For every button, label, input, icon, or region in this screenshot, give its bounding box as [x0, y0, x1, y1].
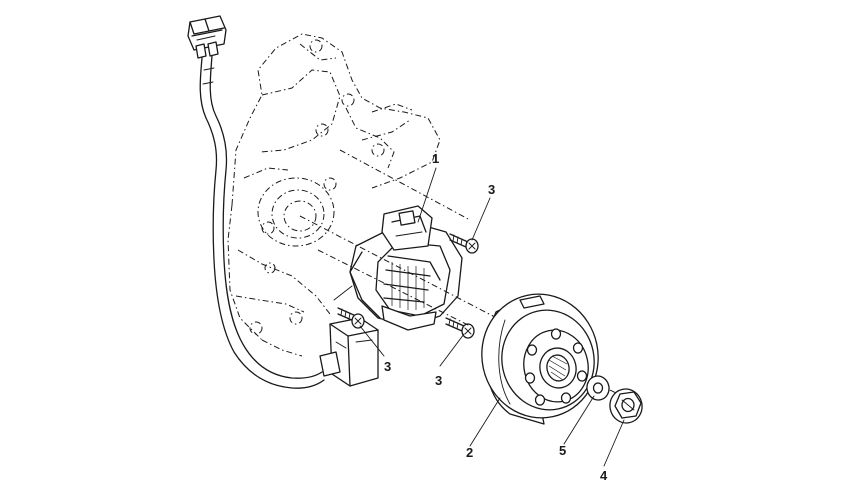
screw-top [449, 233, 479, 254]
callout-flywheel: 2 [466, 445, 473, 460]
connector-plug-icon [187, 15, 227, 59]
callout-screw-left: 3 [384, 359, 391, 374]
stator-assembly [333, 205, 463, 331]
wire-harness [187, 15, 325, 389]
callout-stator: 1 [432, 151, 439, 166]
callout-nut: 4 [600, 468, 608, 483]
screw-left [337, 307, 365, 329]
leader-lines [359, 167, 625, 467]
callout-washer: 5 [559, 443, 566, 458]
pickup-coil [319, 317, 379, 387]
screw-right [445, 317, 475, 339]
callout-screw-right: 3 [435, 373, 442, 388]
washer [586, 375, 610, 401]
callout-screw-top: 3 [488, 182, 495, 197]
flange-nut [609, 388, 643, 424]
engine-crankcase-outline [227, 33, 441, 357]
flywheel-rotor [481, 293, 599, 425]
